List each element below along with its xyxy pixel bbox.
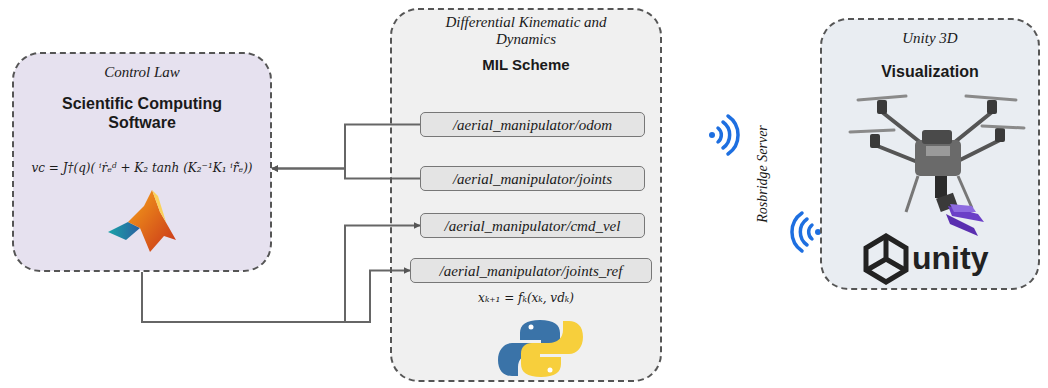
panel-fill (821, 19, 1039, 289)
signal-connector (272, 169, 420, 179)
drone-battery (926, 146, 950, 156)
signal-connector (272, 125, 420, 169)
signal-connector (142, 271, 410, 323)
control-law-formula: vc = J†(q)( ⁱṙₑᵈ + K₂ tanh (K₂⁻¹K₁ ⁱr̃̇ₑ… (14, 160, 270, 176)
logo-eye (529, 325, 534, 330)
topic-name: /aerial_manipulator/odom (453, 116, 612, 134)
ros-topic-box: /aerial_manipulator/odom (420, 112, 645, 137)
logo-eye (548, 368, 553, 373)
python-logo (498, 320, 583, 377)
panel-title: Control Law (14, 64, 270, 81)
panel-heading: Visualization (822, 62, 1038, 81)
wifi-icon (709, 116, 738, 154)
server-label: Rosbridge Server (755, 104, 771, 244)
logo-peak (128, 190, 176, 252)
panel-title: Differential Kinematic and Dynamics (432, 14, 620, 48)
logo-yellow (521, 321, 583, 377)
wifi-icon (792, 213, 821, 251)
dynamics-formula: xₖ₊₁ = fₖ(xₖ, vdₖ) (392, 290, 660, 306)
panel-title: Unity 3D (822, 30, 1038, 47)
panel-heading: MIL Scheme (392, 56, 660, 74)
ros-topic-box: /aerial_manipulator/joints_ref (410, 258, 652, 283)
topic-name: /aerial_manipulator/joints_ref (440, 262, 623, 280)
aerial-manipulator-drone (850, 96, 1024, 236)
mil-scheme-panel: Differential Kinematic and DynamicsMIL S… (390, 8, 662, 382)
panel-fill (13, 53, 271, 271)
drone-board (922, 130, 952, 144)
matlab-logo (108, 190, 176, 252)
control-law-panel: Control LawScientific Computing Software… (12, 52, 272, 272)
ros-topic-box: /aerial_manipulator/cmd_vel (420, 213, 645, 238)
ros-topic-box: /aerial_manipulator/joints (420, 166, 645, 191)
manipulator-arm (935, 176, 984, 236)
topic-name: /aerial_manipulator/joints (453, 170, 612, 188)
drone-propellers (850, 96, 1024, 132)
signal-connector (142, 226, 420, 323)
drone-motors (870, 100, 1005, 148)
unity-logo-text: unity (912, 240, 1022, 276)
unity-icon (866, 236, 906, 282)
panel-heading: Scientific Computing Software (54, 94, 230, 132)
logo-highlight (152, 190, 166, 222)
panel-fill (391, 9, 661, 381)
drone-body (915, 140, 961, 176)
topic-name: /aerial_manipulator/cmd_vel (445, 217, 621, 235)
